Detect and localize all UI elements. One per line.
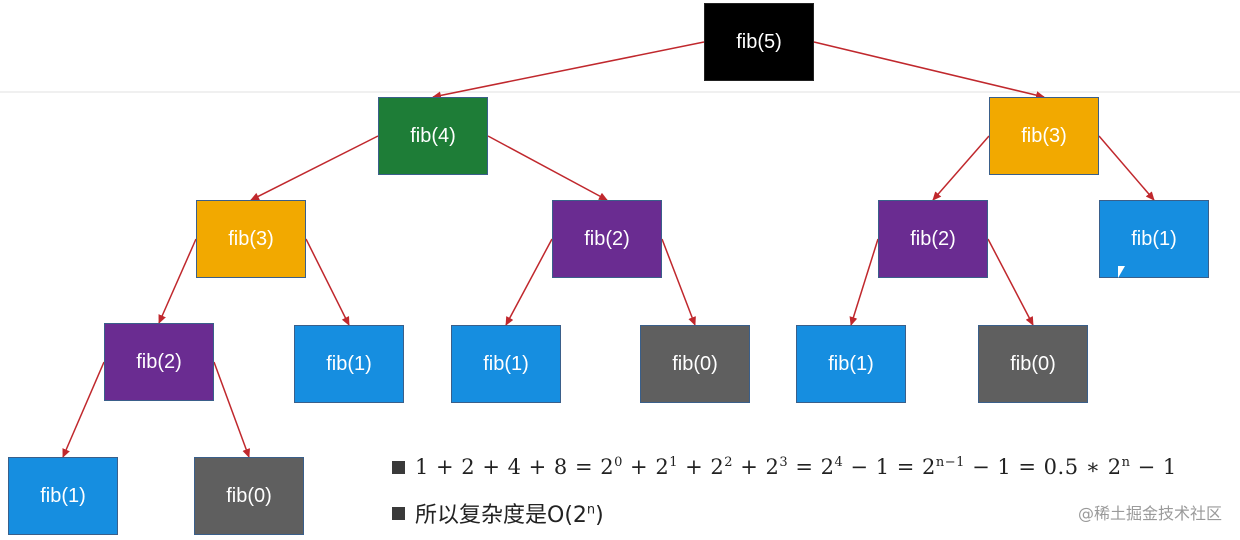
tree-edge-arrow xyxy=(932,135,990,201)
watermark: @稀土掘金技术社区 xyxy=(1077,504,1222,523)
tree-edge-arrow xyxy=(987,238,1034,326)
node-fib-1: fib(1) xyxy=(451,325,561,403)
tree-edge-arrow xyxy=(1098,135,1155,201)
node-fib-2: fib(2) xyxy=(104,323,214,401)
node-fib-1: fib(1) xyxy=(8,457,118,535)
node-fib-0: fib(0) xyxy=(978,325,1088,403)
tree-edge-arrow xyxy=(250,135,379,201)
node-fib-3-left: fib(3) xyxy=(196,200,306,278)
tree-edge-arrow xyxy=(849,238,879,326)
complexity-text: 所以复杂度是O(2n) xyxy=(415,502,604,528)
sum-formula: 1 + 2 + 4 + 8 = 20 + 21 + 22 + 23 = 24 −… xyxy=(415,455,1177,479)
tree-edge-arrow xyxy=(487,135,608,201)
node-fib-1: fib(1) xyxy=(796,325,906,403)
node-fib-5: fib(5) xyxy=(704,3,814,81)
bullet-square-icon xyxy=(392,460,405,474)
bullet-square-icon xyxy=(392,506,405,520)
complexity-note: 所以复杂度是O(2n) xyxy=(392,497,604,529)
node-fib-1: fib(1) xyxy=(1099,200,1209,278)
node-fib-2: fib(2) xyxy=(878,200,988,278)
formula-note: 1 + 2 + 4 + 8 = 20 + 21 + 22 + 23 = 24 −… xyxy=(392,455,1177,479)
tree-edge-arrow xyxy=(213,361,250,458)
node-fib-2: fib(2) xyxy=(552,200,662,278)
node-fib-3-right: fib(3) xyxy=(989,97,1099,175)
tree-edge-arrow xyxy=(505,238,553,326)
tree-edge-arrow xyxy=(158,238,197,324)
node-fib-1: fib(1) xyxy=(294,325,404,403)
tree-edge-arrow xyxy=(432,41,705,100)
node-fib-0: fib(0) xyxy=(194,457,304,535)
tree-edge-arrow xyxy=(62,361,105,458)
tree-edge-arrow xyxy=(305,238,350,326)
node-fib-4: fib(4) xyxy=(378,97,488,175)
node-fib-0: fib(0) xyxy=(640,325,750,403)
tree-edge-arrow xyxy=(813,41,1045,100)
tree-edge-arrow xyxy=(661,238,696,326)
